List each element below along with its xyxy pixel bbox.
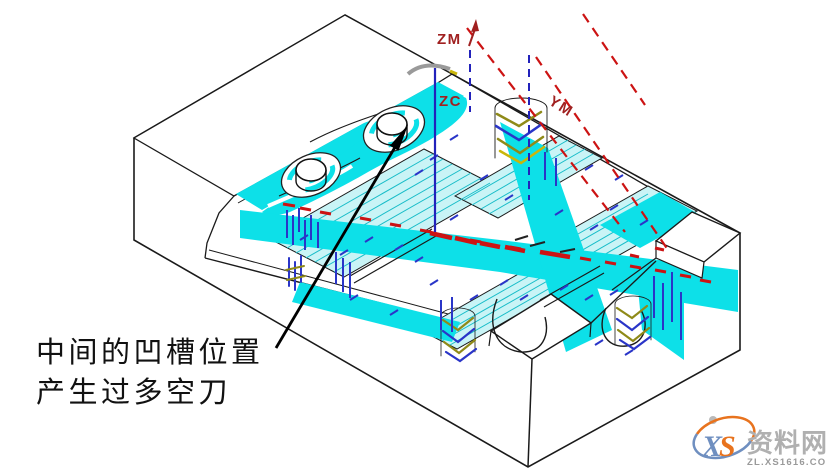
zm-axis-arrow-icon — [468, 19, 479, 47]
annotation-line-2: 产生过多空刀 — [36, 376, 231, 409]
callout-arrow — [274, 131, 406, 349]
boss-pockets — [280, 105, 426, 198]
cross-channel-band — [500, 122, 612, 352]
callout: 中间的凹槽位置 产生过多空刀 — [36, 125, 408, 409]
helix-entry-right — [614, 295, 652, 351]
rapid-moves — [282, 13, 712, 284]
watermark: XS 资料网 ZL.XS1616.COM — [692, 415, 827, 468]
boss-right — [376, 112, 408, 146]
helix-entry-left-small — [285, 255, 306, 291]
watermark-logo: XS — [701, 430, 736, 463]
watermark-swoosh-orange — [695, 415, 756, 442]
ym-axis-label: YM — [546, 93, 577, 121]
groove-notch-right — [601, 307, 646, 347]
annotation-line-1: 中间的凹槽位置 — [36, 336, 264, 369]
callout-arrowhead-icon — [389, 125, 408, 151]
zc-axis-label: ZC — [439, 93, 462, 110]
zm-axis-label: ZM — [437, 31, 462, 48]
raised-blocks — [349, 211, 742, 468]
watermark-url: ZL.XS1616.COM — [747, 457, 827, 468]
center-channel-band — [240, 210, 738, 312]
rapid-cluster — [429, 230, 571, 260]
groove-notch-left — [492, 298, 548, 353]
helix-entry-center — [440, 307, 478, 363]
boss-left — [295, 158, 327, 192]
rapid-traverse-dashed — [466, 13, 669, 251]
watermark-site-name: 资料网 — [747, 428, 827, 458]
watermark-swoosh-blue — [692, 433, 753, 460]
wcs-handle-arc — [406, 63, 451, 76]
